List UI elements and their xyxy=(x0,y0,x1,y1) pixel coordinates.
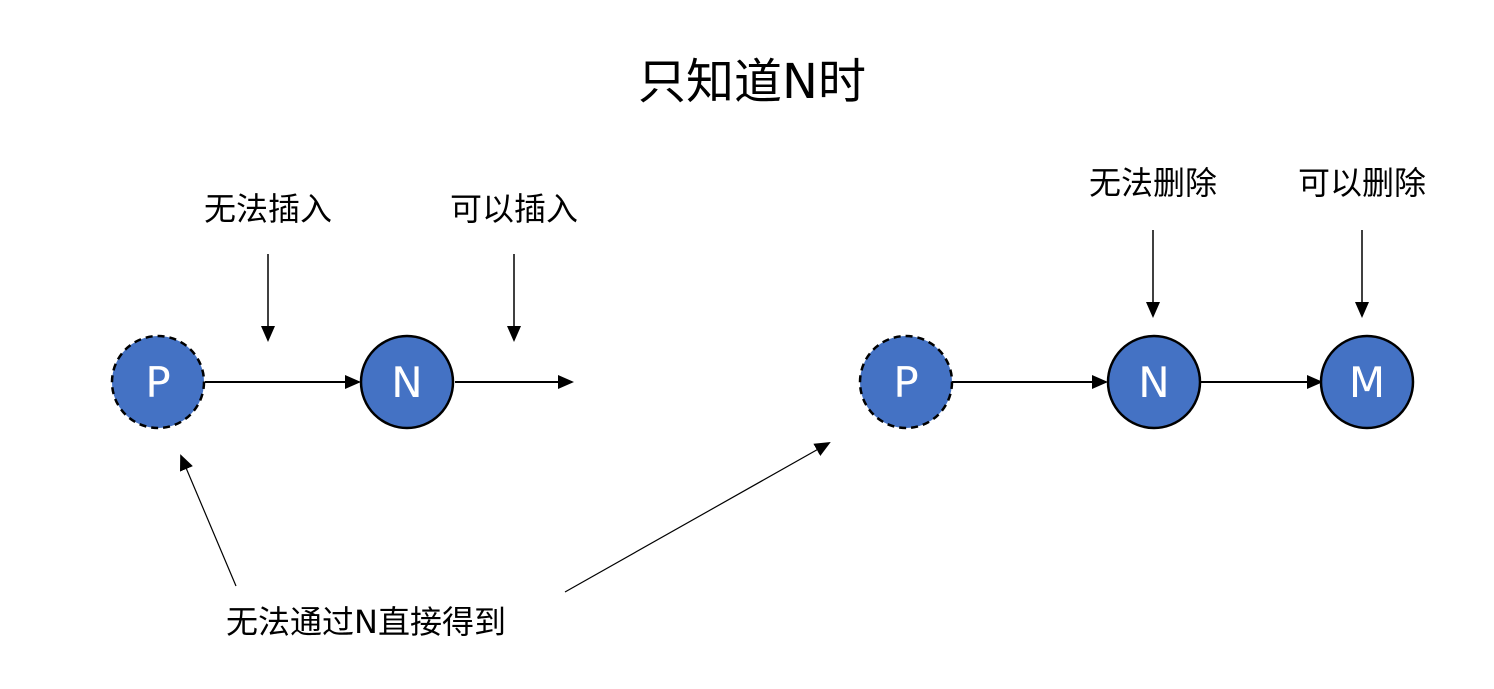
left-node-p: P xyxy=(110,334,206,430)
cannot-insert-label: 无法插入 xyxy=(204,190,332,228)
left-node-p-label: P xyxy=(145,358,170,407)
left-node-n: N xyxy=(359,334,455,430)
cannot-get-p-label: 无法通过N直接得到 xyxy=(226,603,506,641)
diagram-title: 只知道N时 xyxy=(638,54,866,110)
left-node-n-label: N xyxy=(391,358,422,407)
right-node-p: P xyxy=(858,334,954,430)
cannot-get-left-p-arrow xyxy=(180,454,237,587)
can-delete-label: 可以删除 xyxy=(1298,164,1426,202)
right-node-n: N xyxy=(1106,334,1202,430)
right-node-m-label: M xyxy=(1349,358,1385,407)
right-node-p-label: P xyxy=(893,358,918,407)
cannot-delete-label: 无法删除 xyxy=(1089,164,1217,202)
right-node-m: M xyxy=(1319,334,1415,430)
right-node-n-label: N xyxy=(1138,358,1169,407)
cannot-get-right-p-arrow xyxy=(564,442,831,593)
can-insert-label: 可以插入 xyxy=(450,190,578,228)
